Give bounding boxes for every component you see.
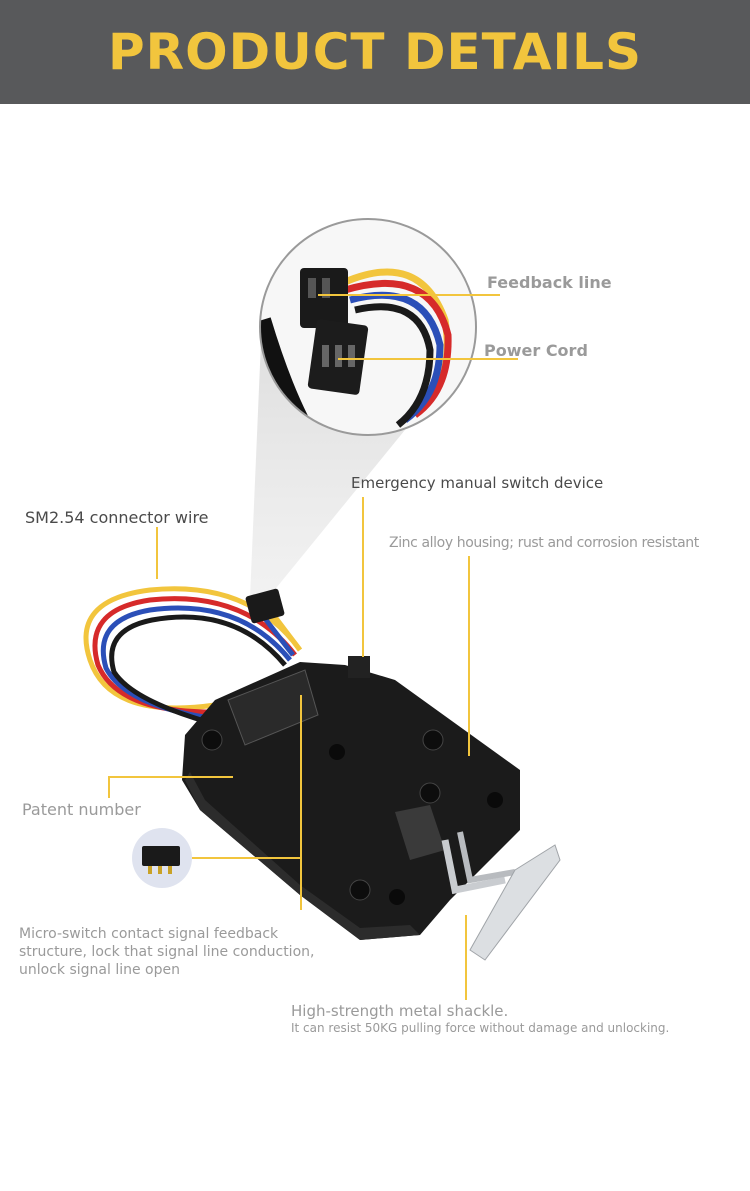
page-title: PRODUCT DETAILS [107,23,643,81]
label-sm-connector: SM2.54 connector wire [25,508,209,527]
leader-patent-h [108,776,233,778]
leader-micro-h [192,857,302,859]
label-shackle-title: High-strength metal shackle. [291,1002,509,1020]
header-banner: PRODUCT DETAILS [0,0,750,104]
zoom-circle [259,218,477,436]
label-zinc-housing: Zinc alloy housing; rust and corrosion r… [389,535,699,551]
label-patent-number: Patent number [22,800,141,819]
label-micro-switch-line1: Micro-switch contact signal feedback [19,926,279,942]
leader-micro-v [300,695,302,910]
leader-emergency-h [362,497,364,657]
label-power-cord: Power Cord [484,341,588,360]
label-micro-switch-line3: unlock signal line open [19,962,180,978]
leader-shackle-v [465,915,467,1000]
label-shackle-detail: It can resist 50KG pulling force without… [291,1021,670,1035]
leader-connector-v [156,527,158,579]
label-feedback-line: Feedback line [487,273,612,292]
label-emergency-switch: Emergency manual switch device [351,474,604,492]
connector-wires [83,586,303,725]
leader-housing-v [468,556,470,756]
leader-power-cord [338,358,518,360]
leader-patent-v [108,776,110,798]
lock-body [182,656,520,940]
wire-connector [245,588,285,624]
micro-switch-image [132,828,192,888]
metal-shackle [441,831,561,961]
leader-feedback-line [318,294,500,296]
label-micro-switch-line2: structure, lock that signal line conduct… [19,944,315,960]
